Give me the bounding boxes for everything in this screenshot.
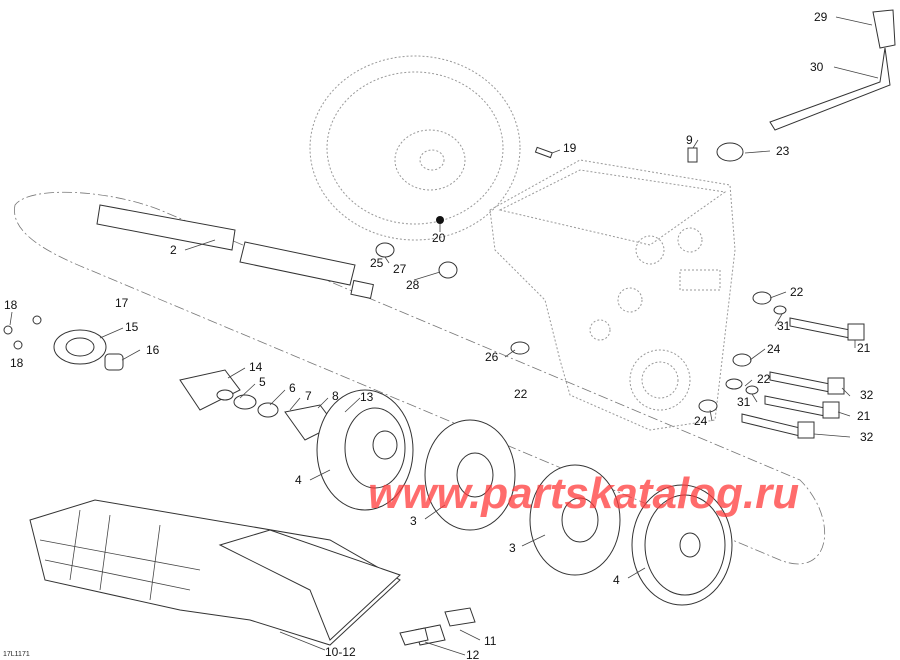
callout-2: 2 xyxy=(170,243,177,257)
drive-wheel xyxy=(309,55,521,241)
track xyxy=(29,499,476,646)
leader-lines xyxy=(9,16,879,656)
sprocket-middle-1 xyxy=(424,419,516,531)
callout-13: 13 xyxy=(360,390,374,404)
track-outline xyxy=(14,191,826,565)
callout-14: 14 xyxy=(249,360,263,374)
reference-code: 17L1171 xyxy=(3,651,30,658)
callout-26: 26 xyxy=(485,350,499,364)
callout-31b: 31 xyxy=(737,395,751,409)
callout-22b: 22 xyxy=(514,387,528,401)
callout-9: 9 xyxy=(686,133,693,147)
callout-labels: 29 30 9 19 23 20 2 25 27 28 22 17 18 15 … xyxy=(4,10,874,660)
callout-22c: 22 xyxy=(757,372,771,386)
callout-8: 8 xyxy=(332,389,339,403)
callout-20: 20 xyxy=(432,231,446,245)
callout-23: 23 xyxy=(776,144,790,158)
callout-30: 30 xyxy=(810,60,824,74)
callout-32: 32 xyxy=(860,388,874,402)
callout-28: 28 xyxy=(406,278,420,292)
callout-24b: 24 xyxy=(694,414,708,428)
callout-7: 7 xyxy=(305,389,312,403)
callout-18: 18 xyxy=(4,298,18,312)
callout-4: 4 xyxy=(295,473,302,487)
chaincase-housing xyxy=(489,159,736,431)
callout-12: 12 xyxy=(466,648,480,660)
watermark: www.partskatalog.ru xyxy=(368,469,799,518)
callout-25: 25 xyxy=(370,256,384,270)
drive-axle xyxy=(96,204,458,299)
callout-11: 11 xyxy=(484,634,497,648)
callout-5: 5 xyxy=(259,375,266,389)
lever xyxy=(436,9,896,224)
sprocket-middle-2 xyxy=(529,464,621,576)
callout-19: 19 xyxy=(563,141,577,155)
callout-15: 15 xyxy=(125,320,139,334)
callout-17: 17 xyxy=(115,296,129,310)
callout-32b: 32 xyxy=(860,430,874,444)
callout-6: 6 xyxy=(289,381,296,395)
bearing-housing xyxy=(3,315,336,441)
bolts xyxy=(510,291,865,439)
callout-21b: 21 xyxy=(857,409,871,423)
callout-24: 24 xyxy=(767,342,781,356)
callout-3: 3 xyxy=(410,514,417,528)
callout-21: 21 xyxy=(857,341,871,355)
callout-22: 22 xyxy=(790,285,804,299)
callout-31: 31 xyxy=(777,319,791,333)
sprocket-outer-left xyxy=(316,389,414,511)
callout-27: 27 xyxy=(393,262,407,276)
callout-4b: 4 xyxy=(613,573,620,587)
callout-18b: 18 xyxy=(10,356,24,370)
callout-16: 16 xyxy=(146,343,160,357)
callout-29: 29 xyxy=(814,10,828,24)
end-pulley xyxy=(631,484,733,606)
callout-3b: 3 xyxy=(509,541,516,555)
callout-10-12: 10-12 xyxy=(325,645,356,659)
